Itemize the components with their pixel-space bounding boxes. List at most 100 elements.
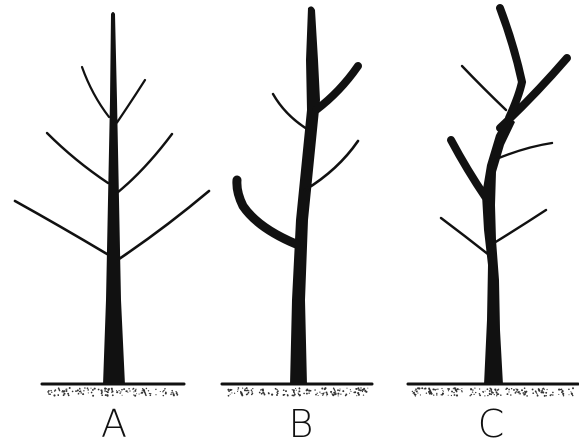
soil-speck: [292, 395, 294, 397]
soil-speck: [65, 390, 67, 392]
soil-speck: [356, 395, 357, 396]
soil-speck: [562, 393, 564, 395]
soil-speck: [248, 392, 250, 394]
soil-speck: [101, 390, 103, 392]
soil-speck: [293, 389, 295, 391]
soil-speck: [142, 390, 143, 391]
soil-speck: [127, 391, 128, 392]
soil-speck: [112, 394, 114, 396]
soil-speck: [306, 389, 308, 391]
soil-speck: [104, 388, 106, 390]
tree-c: C: [408, 8, 578, 445]
soil-speck: [415, 390, 416, 391]
soil-speck: [230, 389, 232, 391]
soil-speck: [339, 389, 340, 390]
soil-speck: [524, 392, 526, 394]
soil-speck: [246, 387, 248, 389]
branch-c-left-top: [462, 66, 506, 110]
soil-speck: [415, 388, 417, 390]
soil-speck: [354, 391, 356, 393]
soil-speck: [346, 388, 347, 389]
soil-speck: [358, 389, 360, 391]
soil-speck: [252, 388, 253, 389]
soil-speck: [339, 390, 340, 391]
soil-speck: [552, 394, 554, 396]
soil-speck: [421, 387, 423, 389]
branch-b-left-mid: [273, 94, 307, 129]
branch-a-right-low: [119, 191, 209, 259]
soil-speck: [251, 391, 253, 393]
soil-speck: [245, 388, 246, 389]
soil-speck: [228, 390, 230, 392]
soil-speck: [515, 391, 516, 392]
soil-speck: [479, 388, 480, 389]
soil-speck: [63, 393, 65, 395]
soil-speck: [87, 387, 89, 389]
soil-speck: [79, 388, 80, 389]
soil-speck: [436, 393, 437, 394]
soil-speck: [500, 394, 502, 396]
branch-c-left-scaffold: [451, 140, 486, 198]
soil-speck: [415, 395, 416, 396]
soil-speck: [94, 388, 96, 390]
soil-speck: [129, 390, 130, 391]
soil-speck: [324, 387, 326, 389]
soil-speck: [496, 392, 497, 393]
soil-speck: [538, 390, 540, 392]
soil-speck: [139, 394, 140, 395]
soil-speck: [90, 388, 91, 389]
soil-speck: [541, 390, 543, 392]
soil-speck: [119, 392, 120, 393]
soil-speck: [453, 392, 454, 393]
soil-speck: [247, 390, 249, 392]
soil-speck: [413, 392, 414, 393]
soil-speck: [276, 394, 278, 396]
soil-speck: [511, 388, 512, 389]
soil-speck: [451, 395, 452, 396]
soil-speck: [80, 390, 82, 392]
soil-speck: [111, 389, 113, 391]
soil-speck: [338, 395, 339, 396]
soil-speck: [350, 391, 351, 392]
soil-speck: [136, 393, 137, 394]
soil-speck: [469, 395, 470, 396]
soil-speck: [275, 388, 277, 390]
soil-speck: [149, 393, 150, 394]
ground-a: [42, 384, 184, 397]
soil-speck: [59, 390, 60, 391]
soil-speck: [453, 388, 454, 389]
soil-speck: [494, 394, 495, 395]
soil-speck: [123, 388, 125, 390]
soil-speck: [322, 393, 324, 395]
soil-speck: [543, 388, 545, 390]
soil-speck: [362, 389, 364, 391]
soil-speck: [490, 388, 492, 390]
soil-speck: [472, 391, 473, 392]
soil-speck: [537, 395, 538, 396]
soil-speck: [473, 394, 474, 395]
soil-speck: [508, 389, 510, 391]
soil-speck: [326, 392, 328, 394]
tree-a: A: [15, 12, 209, 445]
soil-speck: [524, 387, 526, 389]
soil-speck: [163, 395, 164, 396]
soil-speck: [456, 391, 458, 393]
soil-speck: [315, 394, 317, 396]
soil-speck: [128, 388, 129, 389]
soil-speck: [418, 387, 420, 389]
trunk-b: [290, 6, 320, 385]
soil-speck: [489, 390, 491, 392]
soil-speck: [496, 393, 498, 395]
soil-speck: [88, 392, 89, 393]
soil-speck: [251, 389, 253, 391]
branch-a-left-top: [82, 67, 109, 117]
soil-speck: [456, 394, 458, 396]
soil-speck: [295, 388, 296, 389]
soil-speck: [58, 395, 59, 396]
soil-speck: [176, 393, 177, 394]
branch-c-left-low: [441, 218, 489, 255]
soil-speck: [303, 393, 305, 395]
soil-speck: [80, 392, 82, 394]
soil-speck: [133, 391, 134, 392]
soil-speck: [287, 395, 289, 397]
